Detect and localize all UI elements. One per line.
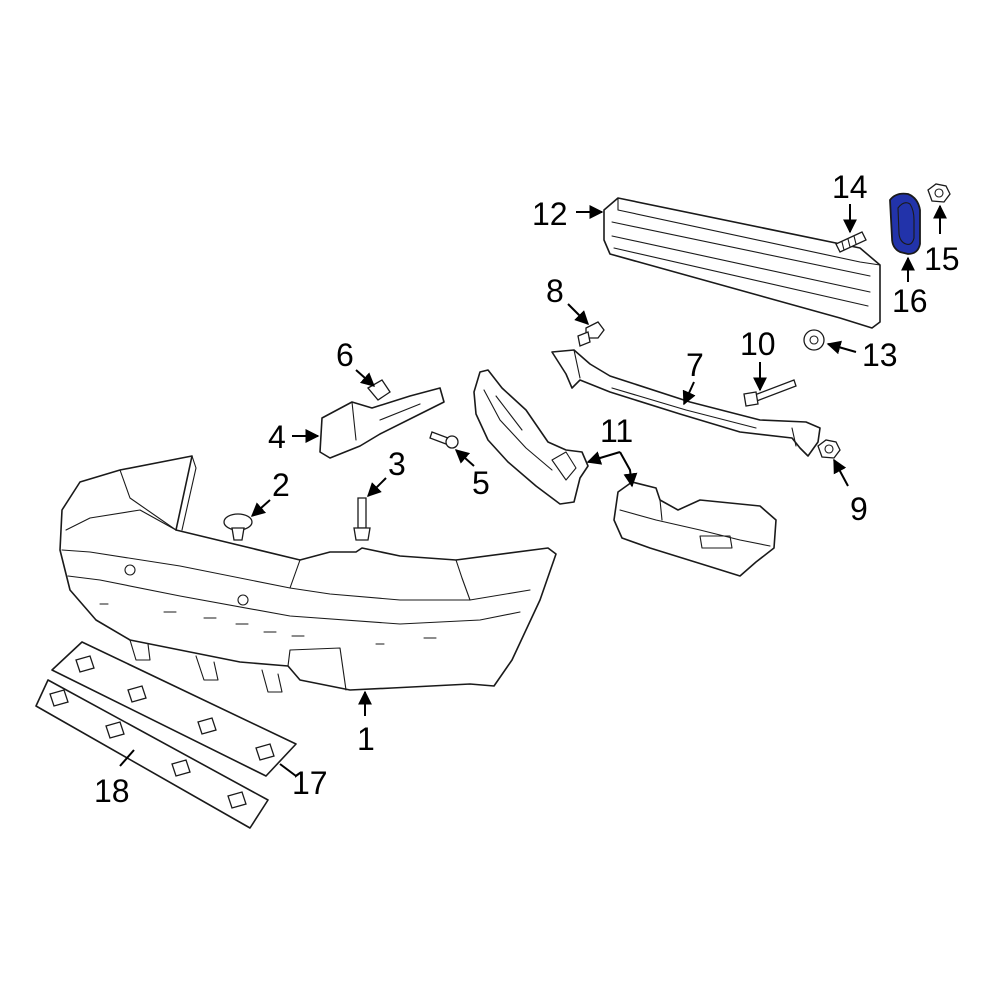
- callout-17: 17: [292, 765, 328, 801]
- callout-15: 15: [924, 241, 960, 277]
- leader-18: [119, 749, 135, 767]
- part-16-highlighted-bracket[interactable]: [889, 192, 921, 255]
- part-10-bolt[interactable]: [743, 379, 797, 407]
- callout-4: 4: [268, 419, 286, 455]
- callout-12: 12: [532, 196, 568, 232]
- leader-11b: [619, 451, 638, 488]
- part-4-side-bracket[interactable]: [319, 387, 445, 459]
- part-9-nut[interactable]: [817, 439, 841, 459]
- part-18-molding-strip[interactable]: [35, 679, 269, 829]
- part-3-bolt[interactable]: [353, 497, 371, 541]
- leader-8: [567, 303, 589, 325]
- leader-9: [833, 458, 849, 487]
- callout-8: 8: [546, 273, 564, 309]
- callout-3: 3: [388, 446, 406, 482]
- leader-lines: [119, 204, 947, 777]
- leader-6: [355, 369, 376, 387]
- callout-9: 9: [850, 491, 868, 527]
- part-8-bolt[interactable]: [577, 321, 605, 347]
- part-12-reinforcement-bar[interactable]: [603, 197, 881, 329]
- part-2-push-retainer[interactable]: [223, 513, 253, 541]
- leader-5: [454, 449, 475, 467]
- part-11-absorber-left[interactable]: [473, 369, 589, 505]
- part-5-screw[interactable]: [429, 431, 459, 449]
- callout-11: 11: [600, 413, 633, 449]
- callout-5: 5: [472, 465, 490, 501]
- leader-13: [826, 340, 857, 355]
- part-11-absorber-right[interactable]: [613, 481, 777, 577]
- part-13-nut[interactable]: [803, 329, 825, 351]
- leader-2: [250, 499, 271, 517]
- leader-3: [367, 477, 387, 497]
- callout-18: 18: [94, 773, 130, 809]
- leader-17: [279, 763, 297, 777]
- leader-7: [682, 381, 696, 406]
- part-15-nut[interactable]: [927, 183, 951, 203]
- callout-1: 1: [357, 721, 375, 757]
- callout-10: 10: [740, 326, 776, 362]
- callout-16: 16: [892, 283, 928, 319]
- callout-7: 7: [686, 347, 704, 383]
- callout-labels: 1 2 3 4 5 6 7 8 9 10 11 12 13 14 15 16 1…: [94, 169, 960, 809]
- part-17-molding-strip[interactable]: [51, 641, 297, 777]
- callout-6: 6: [336, 337, 354, 373]
- part-1-bumper-cover[interactable]: [59, 455, 557, 693]
- callout-2: 2: [272, 467, 290, 503]
- leader-11a: [586, 451, 621, 465]
- part-14-stud[interactable]: [835, 231, 867, 253]
- callout-13: 13: [862, 337, 898, 373]
- callout-14: 14: [832, 169, 868, 205]
